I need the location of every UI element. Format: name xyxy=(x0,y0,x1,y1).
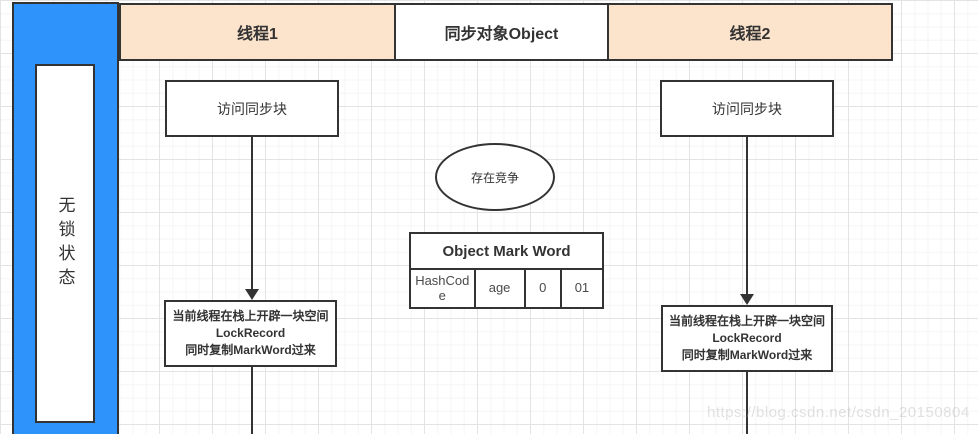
thread1-note-line3: 同时复制MarkWord过来 xyxy=(185,342,316,357)
watermark-text: https://blog.csdn.net/csdn_20150804 xyxy=(707,404,970,421)
thread1-connector-line xyxy=(251,137,253,290)
thread1-note-line1: 当前线程在栈上开辟一块空间 xyxy=(172,309,329,324)
header-thread1-label: 线程1 xyxy=(237,26,278,43)
mark-word-cell-age: age xyxy=(476,270,526,307)
thread2-note-line2: LockRecord xyxy=(712,331,782,346)
thread2-note-line1: 当前线程在栈上开辟一块空间 xyxy=(668,314,825,329)
thread1-step-box: 访问同步块 xyxy=(165,80,339,137)
thread1-note-line2: LockRecord xyxy=(215,326,286,341)
mark-word-cell-hashcode: HashCode xyxy=(411,270,476,307)
thread2-connector-line-bottom xyxy=(746,372,748,434)
thread2-step-label: 访问同步块 xyxy=(712,100,782,117)
thread1-connector-line-bottom xyxy=(251,367,253,434)
mark-word-title: Object Mark Word xyxy=(411,234,602,270)
header-sync-object: 同步对象Object xyxy=(394,3,609,61)
thread2-step-box: 访问同步块 xyxy=(660,80,834,137)
mark-word-row: HashCode age 0 01 xyxy=(411,270,602,307)
header-thread1: 线程1 xyxy=(119,3,396,61)
thread2-connector-line xyxy=(746,137,748,294)
header-thread2-label: 线程2 xyxy=(729,26,771,43)
thread2-note-line3: 同时复制MarkWord过来 xyxy=(681,347,813,362)
thread2-arrow-down-icon xyxy=(740,294,754,305)
lane-state-label-box: 无锁状态 xyxy=(35,64,95,423)
thread1-arrow-down-icon xyxy=(245,289,259,300)
thread1-step-label: 访问同步块 xyxy=(217,100,287,117)
header-sync-object-label: 同步对象Object xyxy=(444,26,559,43)
thread2-note-box: 当前线程在栈上开辟一块空间 LockRecord 同时复制MarkWord过来 xyxy=(661,305,833,372)
mark-word-cell-biased-flag: 0 xyxy=(526,270,562,307)
lane-state-label: 无锁状态 xyxy=(55,195,75,292)
condition-ellipse: 存在竞争 xyxy=(435,143,555,211)
thread1-note-box: 当前线程在栈上开辟一块空间 LockRecord 同时复制MarkWord过来 xyxy=(164,300,337,367)
mark-word-table: Object Mark Word HashCode age 0 01 xyxy=(409,232,604,309)
mark-word-cell-lock-flag: 01 xyxy=(574,280,590,296)
header-thread2: 线程2 xyxy=(607,3,893,61)
condition-label: 存在竞争 xyxy=(470,170,519,185)
